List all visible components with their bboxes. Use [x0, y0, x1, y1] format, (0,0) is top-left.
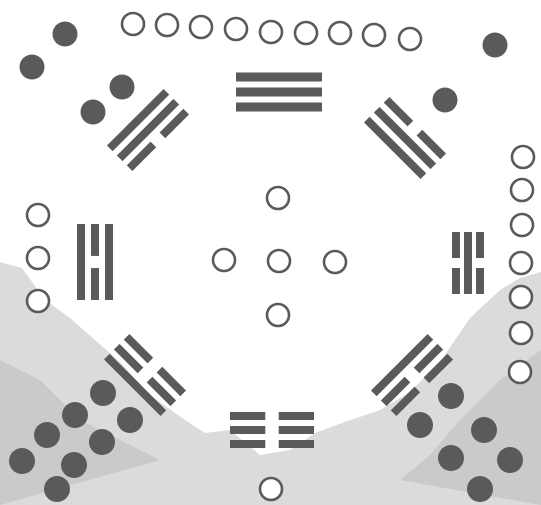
black-dot	[433, 88, 458, 113]
trigram-kan	[452, 232, 484, 294]
white-dot	[267, 304, 289, 326]
black-dot	[483, 33, 508, 58]
black-dot	[34, 422, 60, 448]
trigram-line-solid	[236, 73, 322, 82]
trigram-line-broken-left	[476, 232, 484, 258]
trigram-line-broken-left	[230, 412, 265, 420]
trigram-line-broken-left	[230, 426, 265, 434]
white-dot	[510, 322, 532, 344]
trigram-qian	[236, 73, 322, 112]
trigram-line-solid	[105, 224, 113, 300]
white-dot	[509, 361, 531, 383]
dot-group-top-left	[20, 22, 135, 125]
white-dot	[213, 249, 235, 271]
white-dot	[27, 204, 49, 226]
white-dot	[27, 247, 49, 269]
trigram-line-solid	[236, 88, 322, 97]
trigram-li	[77, 224, 113, 300]
white-dot	[511, 214, 533, 236]
white-dot	[399, 28, 421, 50]
white-dot	[267, 187, 289, 209]
black-dot	[467, 476, 493, 502]
black-dot	[53, 22, 78, 47]
trigram-line-broken-left	[91, 268, 99, 300]
trigram-line-broken-right	[279, 426, 314, 434]
black-dot	[81, 100, 106, 125]
dot-group-top-right	[433, 33, 508, 113]
black-dot	[89, 429, 115, 455]
trigram-line-solid	[236, 103, 322, 112]
white-dot	[156, 14, 178, 36]
white-dot	[324, 251, 346, 273]
black-dot	[438, 383, 464, 409]
white-dot	[510, 286, 532, 308]
trigram-line-broken-right	[452, 268, 460, 294]
black-dot	[20, 55, 45, 80]
trigram-line-broken-right	[476, 268, 484, 294]
trigram-line-broken-left	[452, 232, 460, 258]
black-dot	[61, 452, 87, 478]
black-dot	[90, 380, 116, 406]
trigram-dui	[364, 97, 446, 179]
white-dot	[329, 22, 351, 44]
black-dot	[117, 407, 143, 433]
trigram-xun	[107, 89, 189, 171]
trigram-line-broken-right	[279, 440, 314, 448]
white-dot	[295, 22, 317, 44]
dot-group-bottom	[260, 478, 282, 500]
white-dot	[260, 21, 282, 43]
dot-group-top	[122, 13, 421, 50]
black-dot	[407, 412, 433, 438]
trigram-line-solid	[464, 232, 472, 294]
black-dot	[110, 75, 135, 100]
white-dot	[122, 13, 144, 35]
white-dot	[512, 146, 534, 168]
black-dot	[497, 447, 523, 473]
white-dot	[363, 24, 385, 46]
white-dot	[268, 250, 290, 272]
white-dot	[510, 252, 532, 274]
trigram-line-solid	[77, 224, 85, 300]
trigram-line-broken-right	[91, 224, 99, 256]
trigram-line-broken-right	[279, 412, 314, 420]
dot-group-center	[213, 187, 346, 326]
white-dot	[27, 290, 49, 312]
black-dot	[471, 417, 497, 443]
white-dot	[190, 16, 212, 38]
black-dot	[62, 402, 88, 428]
trigram-line-broken-left	[230, 440, 265, 448]
dot-group-left	[27, 204, 49, 312]
trigram-kun	[230, 412, 314, 448]
white-dot	[511, 179, 533, 201]
black-dot	[9, 448, 35, 474]
white-dot	[225, 18, 247, 40]
black-dot	[44, 476, 70, 502]
black-dot	[438, 445, 464, 471]
white-dot	[260, 478, 282, 500]
